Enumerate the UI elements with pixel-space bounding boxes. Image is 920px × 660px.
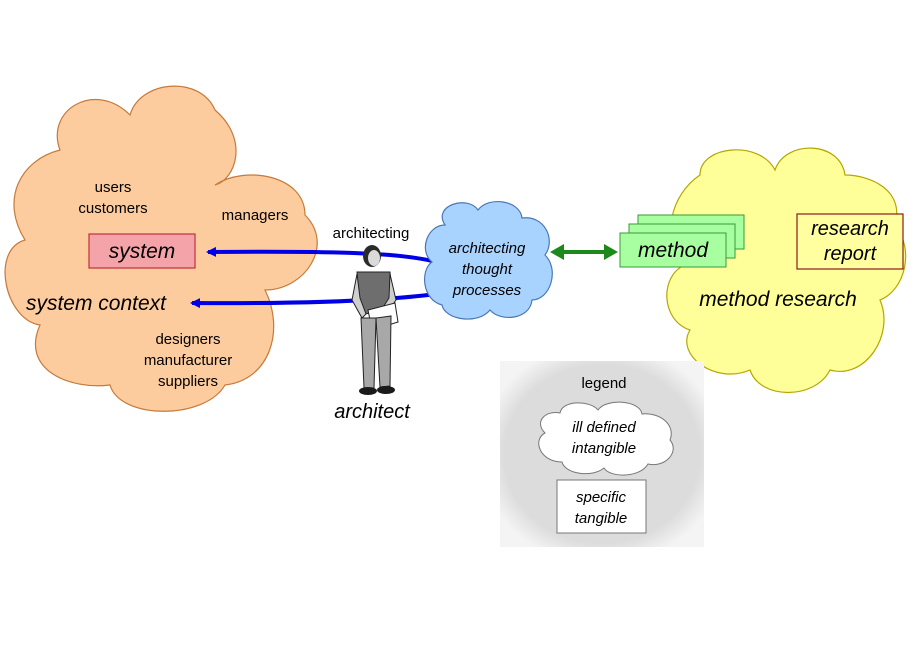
manufacturer-label: manufacturer	[144, 352, 232, 369]
legend-title: legend	[581, 375, 626, 392]
architecting-arrow-to-context	[190, 292, 437, 309]
method-research-cloud: method research report method research	[619, 147, 907, 393]
system-label: system	[109, 240, 176, 263]
architect-label: architect	[334, 401, 411, 423]
method-label: method	[638, 239, 709, 262]
customers-label: customers	[78, 200, 147, 217]
system-context-label: system context	[26, 292, 167, 315]
thought-line3: processes	[452, 282, 522, 299]
research-report-line2: report	[824, 243, 878, 265]
legend-cloud-shape	[538, 401, 674, 476]
thought-processes-cloud: architecting thought processes	[424, 201, 553, 320]
designers-label: designers	[155, 331, 220, 348]
method-box-front	[619, 232, 727, 268]
green-double-arrow	[550, 244, 618, 260]
research-report-line1: research	[811, 218, 889, 240]
legend-ill-defined: ill defined	[572, 419, 636, 436]
architecting-arrow-to-system	[206, 246, 437, 264]
legend-intangible: intangible	[572, 440, 636, 457]
thought-cloud-shape	[424, 201, 553, 320]
legend-panel: legend ill defined intangible specific t…	[500, 361, 704, 547]
system-box	[88, 233, 196, 269]
suppliers-label: suppliers	[158, 373, 218, 390]
legend-specific: specific	[576, 489, 627, 506]
architecting-label: architecting	[333, 225, 410, 242]
method-research-label: method research	[699, 288, 857, 311]
architect-figure	[351, 245, 399, 395]
managers-label: managers	[222, 207, 289, 224]
thought-line2: thought	[462, 261, 513, 278]
legend-tangible: tangible	[575, 510, 628, 527]
legend-box-shape	[556, 479, 647, 534]
research-report-box	[796, 213, 904, 270]
users-label: users	[95, 179, 132, 196]
system-context-cloud: users customers managers system system c…	[4, 85, 318, 412]
method-cloud-shape	[666, 147, 907, 393]
thought-line1: architecting	[449, 240, 526, 257]
